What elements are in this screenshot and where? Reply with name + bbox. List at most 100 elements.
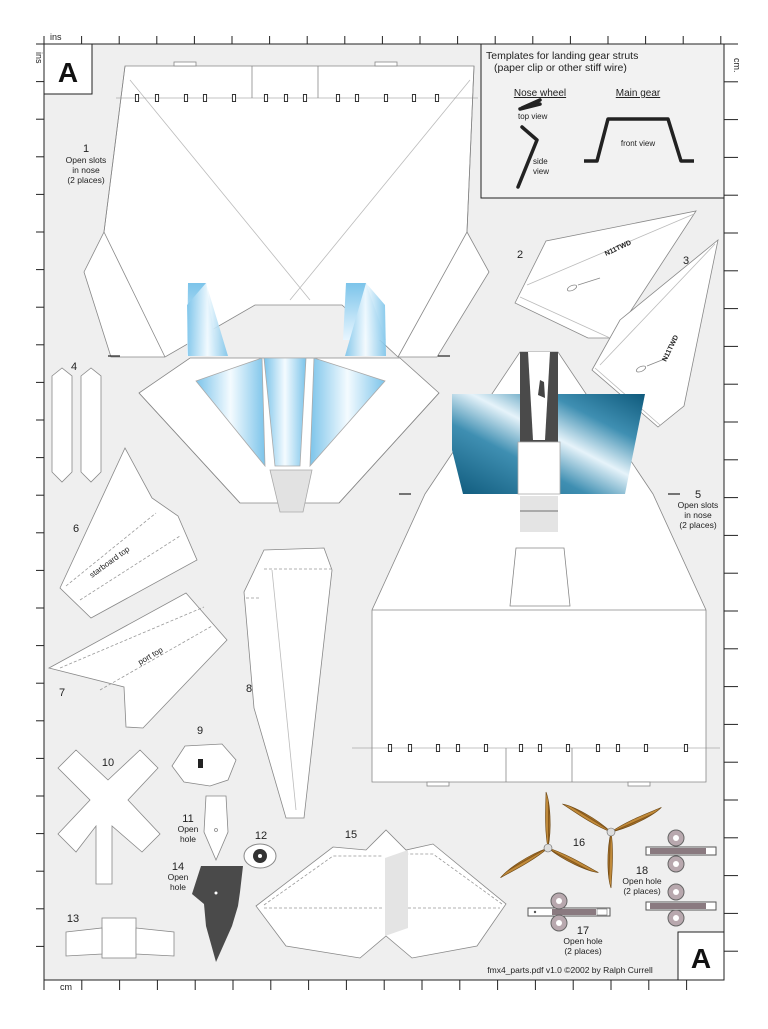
part-8-number: 8 [246,683,252,695]
part-14-dark-nose [192,866,243,962]
templates-title: Templates for landing gear struts [486,50,638,62]
part-4-number: 4 [71,361,77,373]
slot-mark [483,744,489,752]
part-6-number: 6 [73,523,79,535]
slot-mark [435,744,441,752]
slot-mark [683,744,689,752]
slot-mark [643,744,649,752]
part-18-note-1: Open hole [622,876,661,886]
main-gear-front-view-wire [584,117,694,163]
side-view-label: side [533,157,548,166]
main-gear-heading: Main gear [616,88,661,99]
part-14-note-2: hole [170,882,186,892]
nose-wheel-side-view-wire [516,125,539,189]
part-18-wheel-axles [645,829,717,927]
part-10-cross [57,749,161,885]
part-11-nose-cone [203,795,229,862]
part-17-note-2: (2 places) [564,946,601,956]
part-17-number: 17 [577,925,589,937]
part-1-canopy-frame [138,357,440,513]
slot-mark [231,94,237,102]
slot-mark [283,94,289,102]
part-3-number: 3 [683,255,689,267]
part-1-note-2: in nose [72,165,100,175]
part-13-number: 13 [67,913,79,925]
slot-mark [518,744,524,752]
templates-subtitle: (paper clip or other stiff wire) [494,62,627,74]
part-5-note-3: (2 places) [679,520,716,530]
corner-letter-top: A [58,57,78,88]
slot-mark [183,94,189,102]
part-10-number: 10 [102,757,114,769]
slot-mark [434,94,440,102]
slot-mark [154,94,160,102]
slot-mark [383,94,389,102]
part-9-bulkhead [171,743,237,787]
slot-mark [354,94,360,102]
nose-wheel-heading: Nose wheel [514,88,566,99]
slot-mark [335,94,341,102]
part-13-strip [65,917,175,959]
corner-letter-bottom: A [691,943,711,974]
corner-box-top-left: A [43,43,93,95]
nose-wheel-top-view-wire [518,98,542,111]
corner-box-bottom-right: A [677,931,725,981]
slot-mark [407,744,413,752]
part-17-note-1: Open hole [563,936,602,946]
slot-mark [595,744,601,752]
unit-right-label: cm. [732,58,742,73]
slot-mark [302,94,308,102]
part-15-number: 15 [345,829,357,841]
part-15-wing-base [255,829,507,959]
part-11-number: 11 [182,813,193,825]
part-1-number: 1 [83,143,89,155]
part-5-note-1: Open slots [678,500,719,510]
part-17-wheel-axle [527,892,611,932]
part-1-note-3: (2 places) [67,175,104,185]
part-12-washer [243,843,277,869]
unit-left-label: ins [34,52,44,64]
unit-bottom-label: cm [60,982,72,992]
slot-mark [615,744,621,752]
part-12-number: 12 [255,830,267,842]
part-5-slots [387,744,689,752]
landing-gear-templates: Templates for landing gear struts (paper… [480,43,725,199]
rulers [36,36,738,990]
part-18-note-2: (2 places) [623,886,660,896]
footer-copyright: fmx4_parts.pdf v1.0 ©2002 by Ralph Curre… [487,965,653,975]
part-5-bottom-fuselage [371,351,707,787]
part-11-note-2: hole [180,834,196,844]
part-7-number: 7 [59,687,65,699]
part-16-propellers [500,791,662,889]
part-14-number: 14 [172,861,184,873]
side-view-label-2: view [533,167,549,176]
slot-mark [263,94,269,102]
part-11-note-1: Open [178,824,199,834]
part-2-wing-right [514,210,697,339]
top-view-label: top view [518,112,548,121]
slot-mark [565,744,571,752]
part-5-number: 5 [695,489,701,501]
slot-mark [134,94,140,102]
slot-mark [537,744,543,752]
part-7-port-top [47,592,228,729]
part-14-note-1: Open [168,872,189,882]
slot-mark [387,744,393,752]
slot-mark [455,744,461,752]
part-4-fins [51,367,102,483]
part-1-slots [134,94,440,102]
part-8-fuselage-side [243,547,334,819]
part-5-note-2: in nose [684,510,712,520]
slot-mark [411,94,417,102]
unit-top-label: ins [50,32,62,42]
part-6-starboard-top [59,447,198,619]
front-view-label: front view [621,139,655,148]
part-1-top-fuselage [83,61,490,358]
part-18-number: 18 [636,865,648,877]
part-16-number: 16 [573,837,585,849]
part-9-number: 9 [197,725,203,737]
slot-mark [202,94,208,102]
part-1-note-1: Open slots [66,155,107,165]
